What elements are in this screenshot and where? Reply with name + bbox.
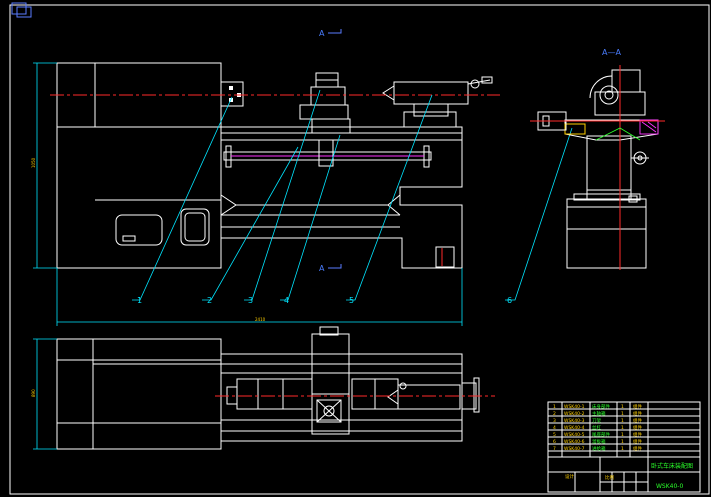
title-block-cell: 2 <box>553 411 556 417</box>
dim-overall-length: 2410 <box>255 317 266 322</box>
title-block-cell: 1 <box>621 439 624 445</box>
wheel-icon <box>323 405 335 417</box>
title-block-cell: 床身部件 <box>592 403 610 410</box>
title-block-cell: 组件 <box>633 431 642 438</box>
tailstock-body <box>393 81 469 105</box>
title-block-cell: WSK40-2 <box>564 411 585 417</box>
dim-plan-width: 890 <box>31 389 36 397</box>
title-block-designer-label: 设计 <box>565 473 574 480</box>
title-block-cell: 组件 <box>633 410 642 417</box>
title-block-cell: 1 <box>621 425 624 431</box>
section-view-title: A—A <box>602 48 621 57</box>
drawing-title: 卧式车床装配图 <box>651 462 693 470</box>
leader-lines <box>132 89 573 301</box>
title-block-cell: WSK40-4 <box>564 425 585 431</box>
title-block-cell: 1 <box>621 432 624 438</box>
title-block-cell: 1 <box>553 404 556 410</box>
title-block-cell: 1 <box>621 411 624 417</box>
part-label-2: 2 <box>207 296 212 305</box>
title-block-cell: 6 <box>553 439 556 445</box>
title-block <box>547 401 701 493</box>
control-panel-icon <box>115 214 163 246</box>
title-block-cell: 溜板箱 <box>592 438 606 445</box>
chuck-icon <box>220 81 244 107</box>
dim-front-height: 1050 <box>31 157 36 168</box>
lead-screw <box>223 151 432 161</box>
title-block-cell: 1 <box>621 404 624 410</box>
title-block-cell: 1 <box>621 446 624 452</box>
title-block-cell: WSK40-7 <box>564 446 585 452</box>
part-label-1: 1 <box>137 296 142 305</box>
part-label-5: 5 <box>349 296 354 305</box>
headstock-outline <box>56 62 222 269</box>
section-cut-bottom-label: A <box>319 264 325 273</box>
part-label-4: 4 <box>284 296 289 305</box>
title-block-cell: WSK40-6 <box>564 439 585 445</box>
title-block-cell: 7 <box>553 446 556 452</box>
electric-box <box>435 246 455 268</box>
corner-icon[interactable] <box>11 2 32 18</box>
title-block-cell: 组件 <box>633 403 642 410</box>
title-block-cell: 丝杠 <box>592 424 601 431</box>
title-block-cell: 刀架 <box>592 418 601 424</box>
sheet-frame <box>9 4 710 495</box>
title-block-cell: 尾座部件 <box>592 431 610 438</box>
title-block-cell: 3 <box>553 418 556 424</box>
section-cut-top-label: A <box>319 29 325 38</box>
title-block-cell: 4 <box>553 425 556 431</box>
door-panel <box>180 208 210 246</box>
title-block-cell: 组件 <box>633 445 642 452</box>
title-block-cell: WSK40-3 <box>564 418 585 424</box>
handwheel-icon <box>470 79 480 89</box>
title-block-cell: WSK40-5 <box>564 432 585 438</box>
title-block-cell: 组件 <box>633 438 642 445</box>
section-view <box>530 65 665 270</box>
title-block-cell: 主轴箱 <box>592 410 606 417</box>
gear-icon <box>599 85 619 105</box>
title-block-scale-label: 比例 <box>605 474 614 481</box>
drawing-number: WSK40-0 <box>656 483 683 490</box>
title-block-rows: 1 WSK40-1 床身部件 1 组件 2 WSK40-2 主轴箱 1 组件 3 WSK40-3 刀架 1… <box>553 403 642 452</box>
title-block-cell: 组件 <box>633 424 642 431</box>
title-block-cell: 进给箱 <box>592 445 606 452</box>
part-label-3: 3 <box>248 296 253 305</box>
title-block-cell: 1 <box>621 418 624 424</box>
part-label-6: 6 <box>507 296 512 305</box>
title-block-cell: 组件 <box>633 417 642 424</box>
plan-view: 890 <box>31 326 495 450</box>
front-view: 1050 2410 <box>31 62 500 326</box>
title-block-cell: WSK40-1 <box>564 404 585 410</box>
title-block-cell: 5 <box>553 432 556 438</box>
